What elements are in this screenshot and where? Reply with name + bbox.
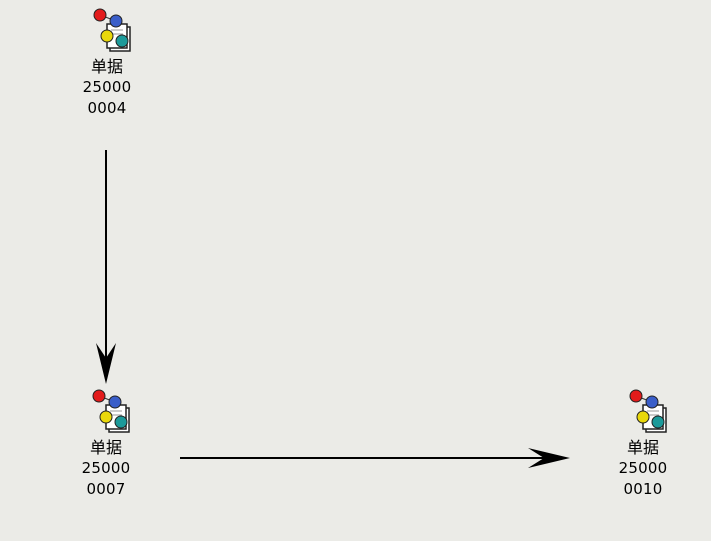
node-code-line2: 0007 <box>86 480 126 498</box>
node-title: 单据 <box>89 438 122 457</box>
node-code-line2: 0004 <box>87 99 127 117</box>
node-code-line2: 0010 <box>623 480 663 498</box>
canvas-border-bottom <box>0 541 719 548</box>
node-code-line1: 25000 <box>81 459 131 477</box>
canvas-border-right <box>711 0 719 548</box>
document-node-0004[interactable]: 单据 25000 0004 <box>67 4 147 119</box>
node-code-line1: 25000 <box>618 459 668 477</box>
document-workflow-icon <box>92 389 130 433</box>
document-node-0007[interactable]: 单据 25000 0007 <box>66 385 146 500</box>
document-node-0010[interactable]: 单据 25000 0010 <box>603 385 683 500</box>
node-title: 单据 <box>626 438 659 457</box>
document-workflow-icon <box>629 389 667 433</box>
document-workflow-icon <box>93 8 131 52</box>
edge-0007-to-0010-arrowhead <box>528 448 570 468</box>
edge-0004-to-0007-arrowhead <box>96 343 116 384</box>
node-title: 单据 <box>90 57 123 76</box>
node-code-line1: 25000 <box>82 78 132 96</box>
